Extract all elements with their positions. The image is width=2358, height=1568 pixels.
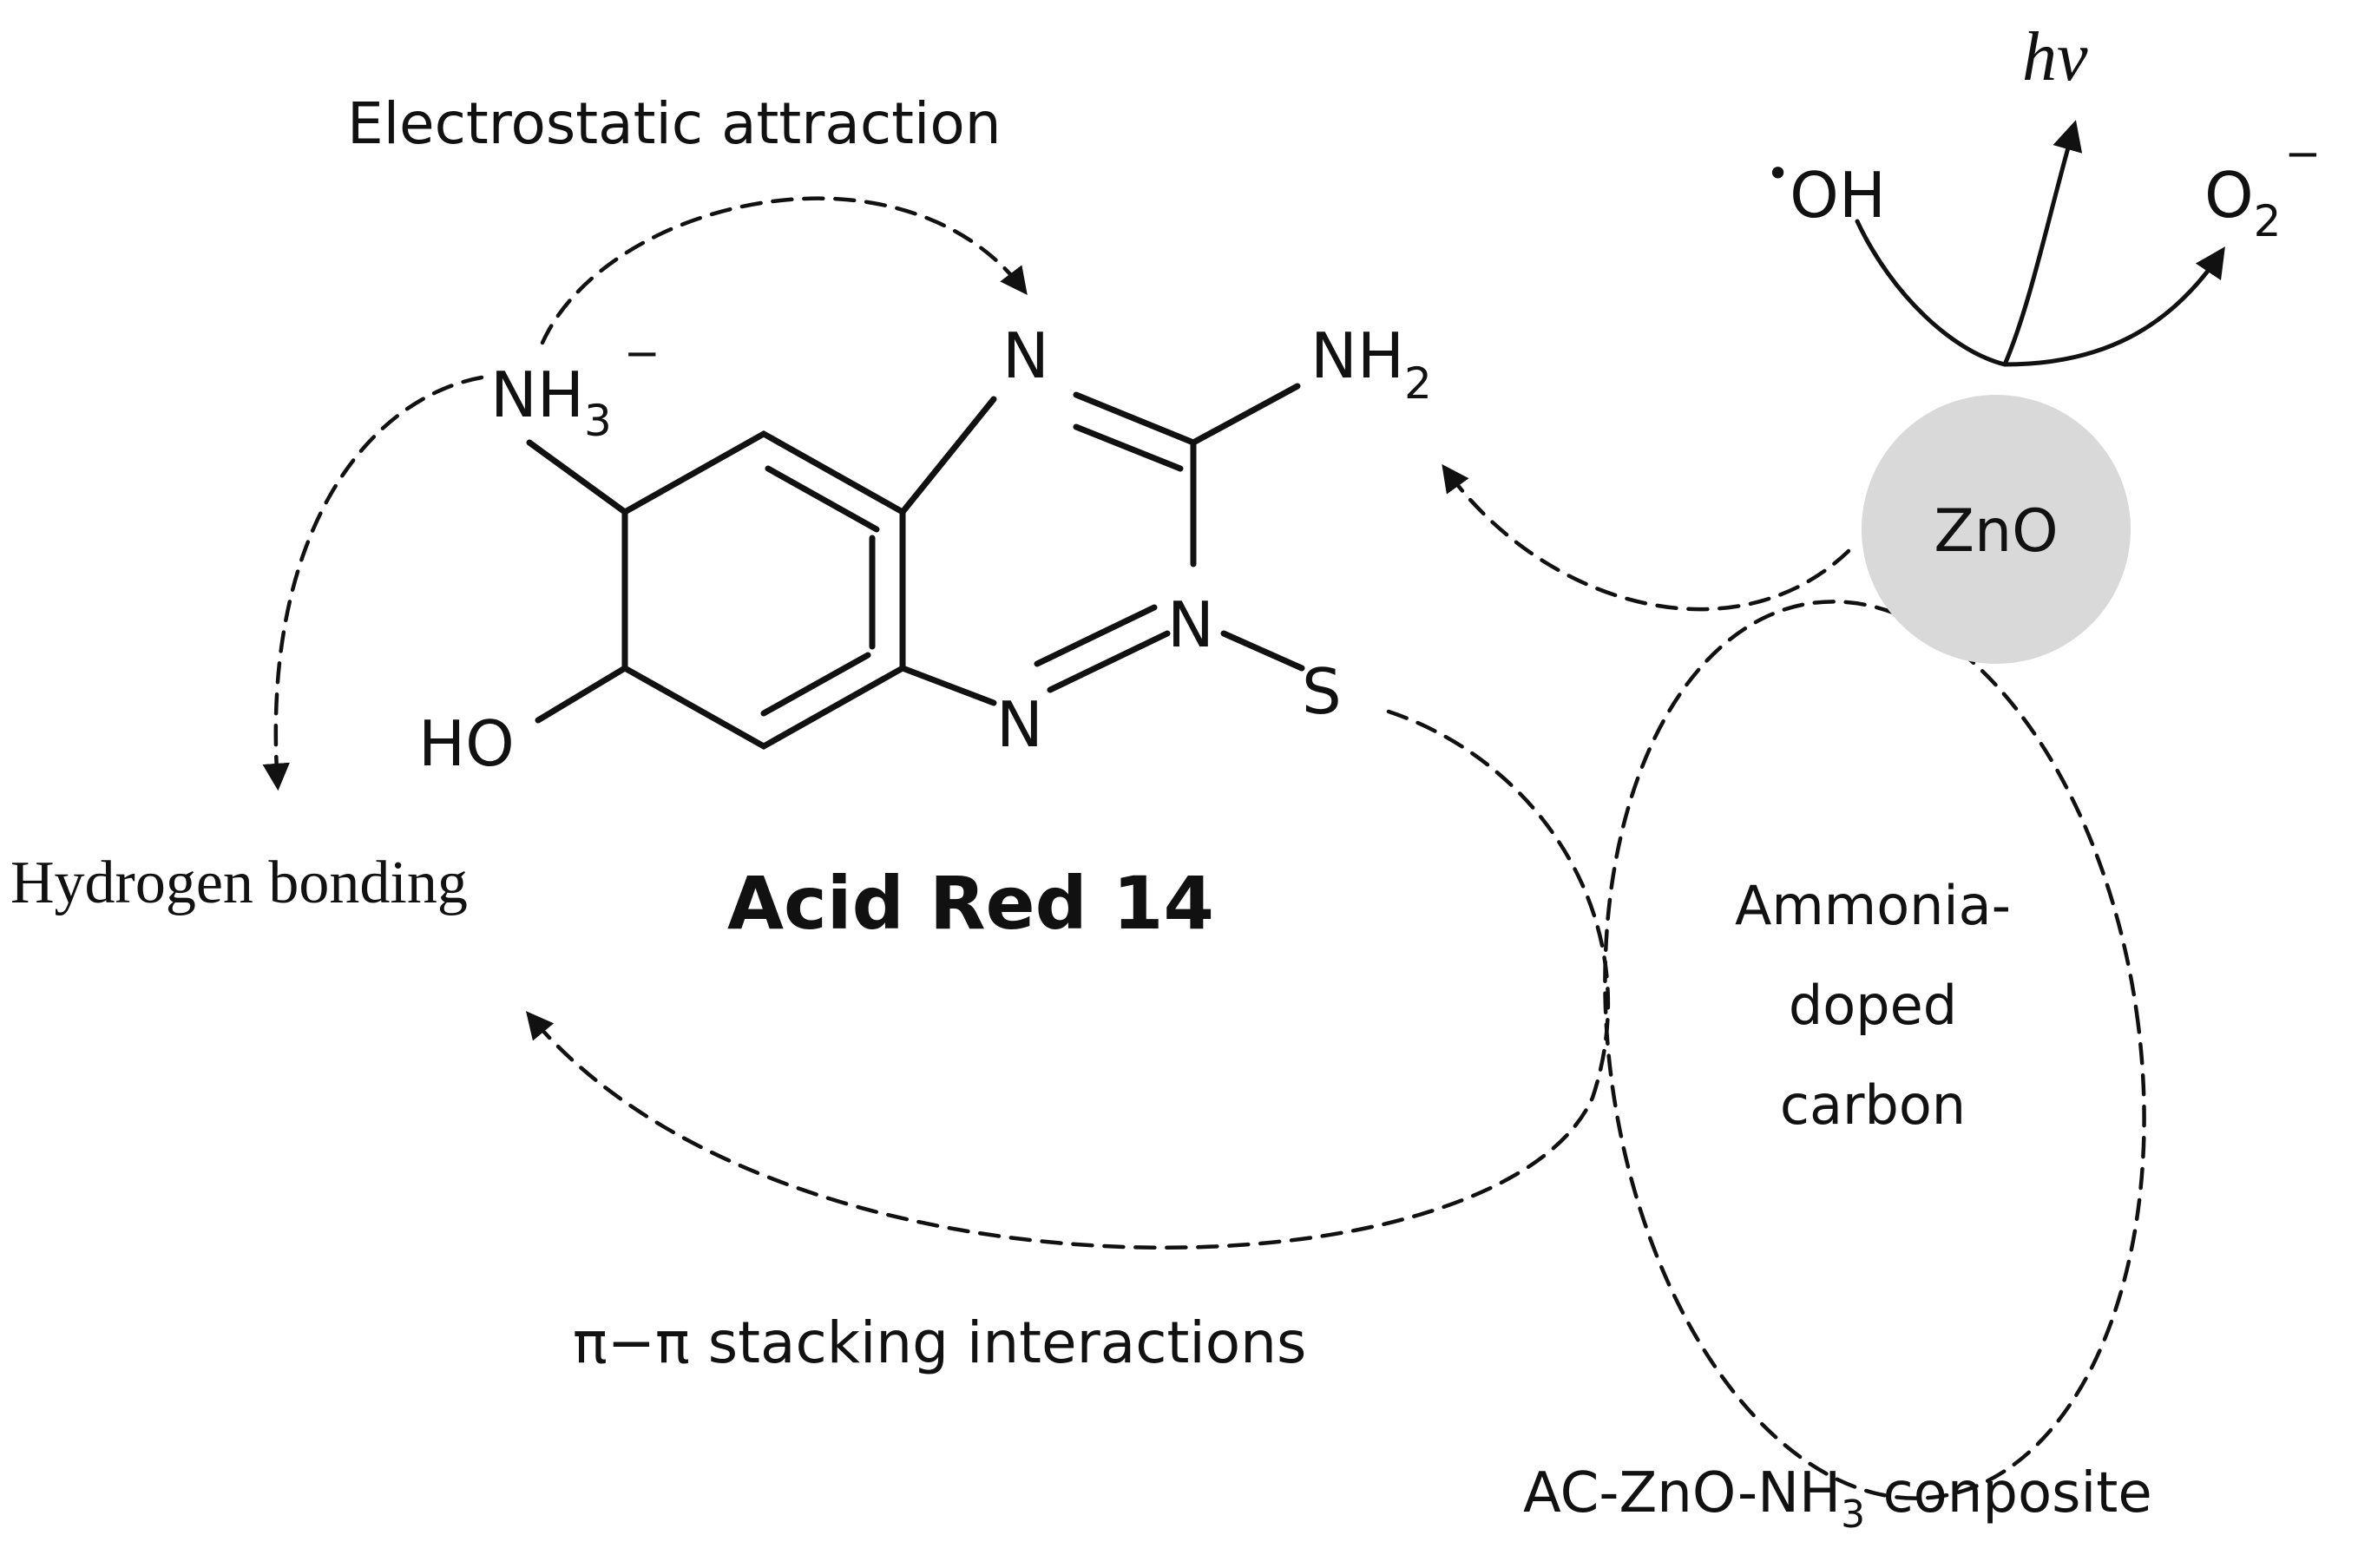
- zno-particle: [1862, 395, 2131, 664]
- carbon-label-line2: doped: [1789, 974, 1957, 1037]
- electrostatic-arrow: [540, 196, 1028, 345]
- electrostatic-label: Electrostatic attraction: [347, 90, 1002, 157]
- atom-n-bottom: N: [996, 688, 1043, 761]
- ammonia-doped-carbon-region: [1603, 600, 2146, 1500]
- hydroxyl-radical-label: •OH: [1766, 150, 1886, 232]
- hydrogen-bond-arrow: [262, 375, 484, 791]
- atom-n-top: N: [1002, 319, 1049, 392]
- pi-stacking-arrow: [525, 709, 1611, 1250]
- pi-stacking-label: π−π stacking interactions: [573, 1309, 1306, 1376]
- zno-to-nh2-arrow: [1442, 463, 1851, 612]
- hydrogen-bonding-label: Hydrogen bonding: [10, 850, 468, 916]
- hv-arrow: [2002, 120, 2083, 367]
- atom-s: S: [1302, 655, 1342, 728]
- carbon-label-line3: carbon: [1780, 1073, 1966, 1137]
- hv-label: hν: [2022, 19, 2088, 95]
- atom-n-right: N: [1167, 588, 1214, 661]
- atom-nh3: NH3−: [490, 328, 660, 446]
- molecule-name: Acid Red 14: [727, 861, 1214, 946]
- oh-curve: [1855, 219, 2007, 367]
- atom-nh2: NH2: [1310, 319, 1432, 409]
- atom-ho: HO: [418, 707, 515, 780]
- superoxide-label: O2−: [2204, 128, 2321, 246]
- acid-red-14-structure: [526, 383, 1305, 751]
- composite-label: AC-ZnO-NH3 conposite: [1523, 1461, 2152, 1537]
- o2-arrow: [2002, 246, 2225, 367]
- zno-label: ZnO: [1934, 497, 2058, 566]
- carbon-label-line1: Ammonia-: [1735, 874, 2011, 937]
